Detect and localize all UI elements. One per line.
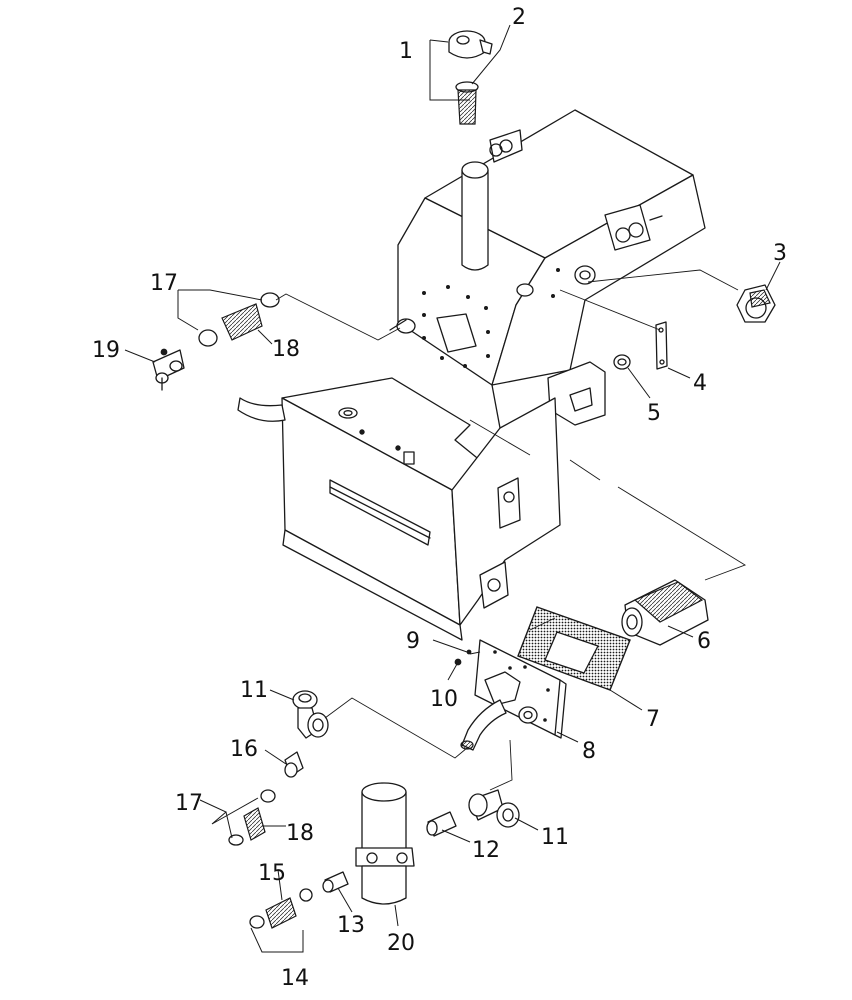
tank-skid — [282, 529, 463, 641]
filler-strainer — [455, 81, 479, 125]
front-face-bolt-holes — [421, 284, 490, 368]
side-mounting-lugs — [604, 204, 663, 251]
callout-9: 9 — [406, 629, 420, 654]
filter-connector — [322, 871, 349, 893]
callout-labels: 1 2 3 4 5 6 7 8 9 10 11 11 12 13 14 15 1… — [92, 5, 787, 991]
callout-16: 16 — [230, 737, 258, 762]
callout-17-upper: 17 — [150, 271, 178, 296]
tank-side-port — [389, 318, 416, 334]
callout-18-lower: 18 — [286, 821, 314, 846]
callout-10: 10 — [430, 687, 458, 712]
callout-3: 3 — [773, 241, 787, 266]
cover-washer — [454, 658, 462, 666]
suction-strainer — [621, 579, 709, 646]
assembly-connection-lines — [275, 269, 747, 791]
top-mounting-lugs — [489, 129, 523, 163]
tank-upper-right-face — [491, 174, 706, 386]
callout-12: 12 — [472, 838, 500, 863]
hydraulic-tank — [237, 109, 706, 641]
drain-plug — [613, 354, 631, 370]
tee-fitting — [152, 348, 185, 391]
callout-4: 4 — [693, 371, 707, 396]
callout-2: 2 — [512, 5, 526, 30]
upper-hose-assembly — [198, 292, 280, 347]
callout-14: 14 — [281, 966, 309, 991]
callout-20: 20 — [387, 931, 415, 956]
callout-8: 8 — [582, 739, 596, 764]
callout-19: 19 — [92, 338, 120, 363]
return-filter-cap — [736, 284, 776, 323]
callout-1: 1 — [399, 39, 413, 64]
lower-hose-assembly — [228, 789, 276, 846]
right-face-ports — [516, 265, 596, 298]
cover-gasket — [517, 606, 631, 691]
callout-15: 15 — [258, 861, 286, 886]
lower-right-bracket — [479, 477, 521, 609]
shutoff-valve-lower — [468, 789, 520, 828]
sight-gauge — [655, 321, 668, 370]
inspection-opening — [436, 313, 477, 353]
callout-11-upper: 11 — [240, 678, 268, 703]
callout-17-lower: 17 — [175, 791, 203, 816]
leader-lines — [124, 24, 781, 953]
adapter-fitting — [426, 811, 457, 837]
callout-5: 5 — [647, 401, 661, 426]
breather-cap-assembly — [448, 30, 493, 59]
cover-plate — [474, 639, 567, 739]
callout-11-lower: 11 — [541, 825, 569, 850]
suction-hose — [460, 699, 507, 751]
shutoff-valve-upper — [292, 690, 329, 739]
pipe-nipple — [284, 751, 304, 778]
filter-hose-assembly — [249, 888, 313, 929]
filler-neck — [461, 161, 489, 271]
callout-18-upper: 18 — [272, 337, 300, 362]
tank-drain-hose — [237, 397, 286, 422]
lower-tank-fittings — [338, 407, 415, 465]
callout-6: 6 — [697, 629, 711, 654]
inline-filter — [355, 782, 415, 905]
cover-bolt — [466, 649, 472, 655]
callout-13: 13 — [337, 913, 365, 938]
callout-7: 7 — [646, 707, 660, 732]
